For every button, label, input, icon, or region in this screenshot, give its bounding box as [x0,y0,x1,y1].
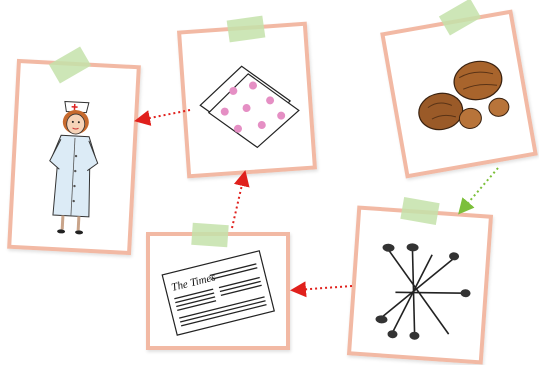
arrow-pins-to-newspaper [296,286,352,290]
arrow-nuts-to-pins [462,168,498,210]
arrow-cloth-to-nurse [140,110,190,120]
arrow-newspaper-to-cloth [232,176,244,228]
